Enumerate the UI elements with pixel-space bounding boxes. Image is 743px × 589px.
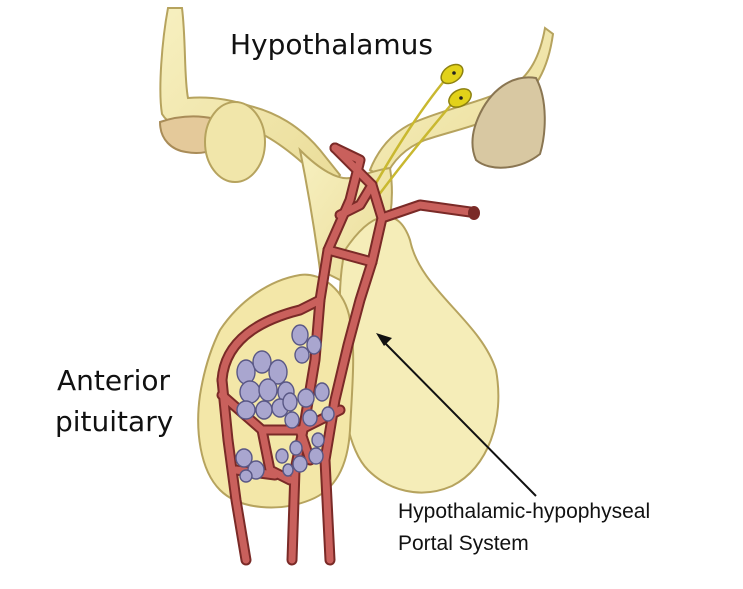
neuron-group <box>370 63 472 197</box>
label-hypothalamus: Hypothalamus <box>230 28 433 61</box>
label-anterior-line1: Anterior <box>57 364 171 397</box>
portal-vessels <box>216 142 480 566</box>
hypothalamic-lobe <box>204 101 266 183</box>
pointer-line <box>381 339 537 497</box>
arrow-pointer <box>376 333 392 346</box>
neuron-icon <box>440 63 464 85</box>
label-portal-line2: Portal System <box>398 532 529 555</box>
posterior-cut-surface <box>471 76 546 169</box>
label-portal-line1: Hypothalamic-hypophyseal <box>398 500 651 523</box>
label-anterior-line2: pituitary <box>55 405 174 438</box>
endocrine-cells <box>235 324 335 483</box>
